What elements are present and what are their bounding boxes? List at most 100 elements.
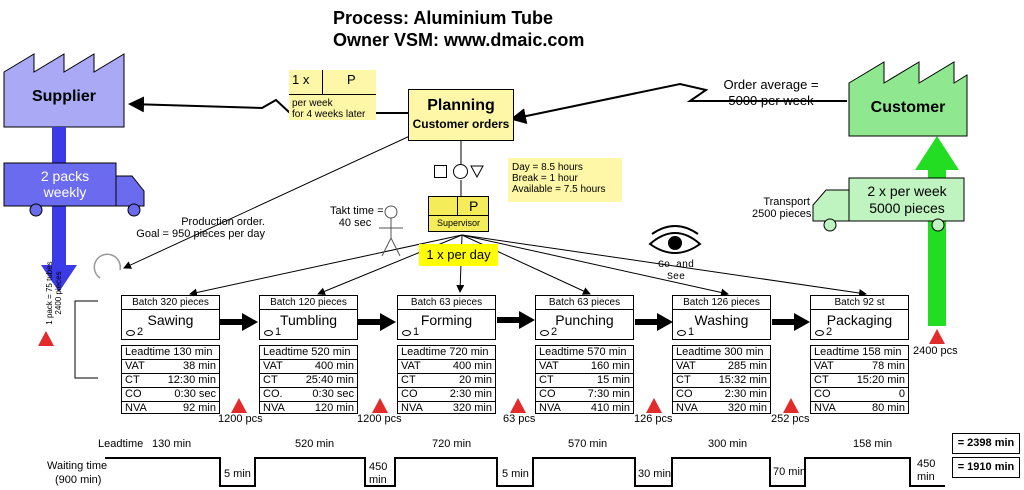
- data-label: CT: [814, 374, 829, 386]
- data-row: VAT 400 min: [260, 360, 357, 374]
- pack-note: 1 pack = 75 tubes 2400 pieces: [45, 254, 63, 332]
- customer-truck-label: 2 x per week 5000 pieces: [852, 183, 962, 217]
- supervisor-p: P: [469, 198, 479, 214]
- data-label: VAT: [539, 360, 559, 372]
- supplier-label: Supplier: [31, 88, 96, 105]
- data-row-leadtime: Leadtime 570 min: [536, 346, 633, 360]
- production-order-note: Production order. Goal = 950 pieces per …: [135, 216, 265, 240]
- data-label: VAT: [263, 360, 283, 372]
- data-value: 78 min: [871, 360, 905, 372]
- supply-arrow-head: [41, 265, 77, 292]
- transport-line1: Transport: [763, 196, 810, 208]
- takt-line1: Takt time =: [330, 205, 384, 217]
- inventory-label: 126 pcs: [634, 413, 673, 425]
- order-p: P: [347, 72, 356, 87]
- process-batch: Batch 63 pieces: [398, 296, 495, 310]
- shipment-arrow-head: [915, 136, 959, 170]
- pack-note-line1: 1 pack = 75 tubes: [45, 261, 54, 325]
- data-value: 120 min: [314, 402, 354, 414]
- operator-count: 1: [688, 326, 695, 338]
- data-row-leadtime: Leadtime 130 min: [122, 346, 219, 360]
- timeline-leadtime: 570 min: [568, 438, 608, 450]
- data-label: Leadtime 130 min: [125, 346, 213, 358]
- data-value: 400 min: [314, 360, 354, 372]
- data-label: NVA: [401, 402, 423, 414]
- data-row: NVA 120 min: [260, 402, 357, 415]
- data-label: VAT: [676, 360, 696, 372]
- data-value: 92 min: [182, 402, 216, 414]
- customer-truck-cab: [812, 189, 850, 222]
- process-name: Sawing: [147, 312, 194, 328]
- data-label: Leadtime 300 min: [676, 346, 764, 358]
- production-order-line: [123, 134, 413, 269]
- timeline-leadtime: 520 min: [295, 438, 335, 450]
- order-average-line2: 5000 per week: [728, 93, 814, 108]
- supplier-truck-cab: [115, 175, 145, 207]
- data-label: CO: [539, 388, 556, 400]
- process-batch: Batch 63 pieces: [536, 296, 633, 310]
- data-label: NVA: [125, 402, 147, 414]
- operator-icon: [402, 330, 411, 336]
- pack-bracket: [74, 300, 98, 379]
- data-label: CT: [401, 374, 416, 386]
- operator-icon: [815, 330, 824, 336]
- pull-circle-icon: [93, 253, 122, 279]
- customer-label: Customer: [870, 99, 946, 116]
- total-leadtime: = 2398 min: [952, 433, 1020, 454]
- data-value: 25:40 min: [305, 374, 354, 386]
- triangle-symbol-icon: [470, 165, 484, 178]
- data-value: 12:30 min: [167, 374, 216, 386]
- data-value: 0:30 sec: [312, 388, 354, 400]
- order-average: Order average = 5000 per week: [716, 77, 826, 109]
- operator-count: 1: [413, 326, 420, 338]
- order-line2: for 4 weeks later: [292, 109, 366, 120]
- timeline-wait: 450 min: [917, 458, 936, 483]
- inventory-triangle: [372, 398, 388, 413]
- data-row: CO. 0:30 sec: [260, 388, 357, 402]
- data-label: NVA: [814, 402, 836, 414]
- planning-subtitle: Customer orders: [412, 117, 510, 131]
- inventory-triangle: [929, 329, 945, 344]
- square-symbol-icon: [434, 165, 447, 178]
- data-label: NVA: [263, 402, 285, 414]
- timeline-wait: 70 min: [773, 466, 807, 478]
- schedule-label: 1 x per day: [419, 244, 498, 266]
- data-value: 320 min: [452, 402, 492, 414]
- supplier-truck-line2: weekly: [43, 184, 87, 200]
- customer-factory: [848, 61, 968, 137]
- diagram-title-line1: Process: Aluminium Tube: [333, 8, 554, 28]
- transport-line2: 2500 pieces: [752, 208, 812, 220]
- shift-line3: Available = 7.5 hours: [512, 184, 606, 195]
- data-value: 285 min: [727, 360, 767, 372]
- data-value: 320 min: [727, 402, 767, 414]
- customer-to-planning-arrow: [510, 82, 847, 124]
- operator-count: 1: [275, 326, 282, 338]
- data-label: CO.: [263, 388, 283, 400]
- takt-time-note: Takt time = 40 sec: [330, 205, 384, 229]
- inventory-label: 1200 pcs: [218, 413, 263, 425]
- operator-count: 2: [137, 326, 144, 338]
- data-value: 2:30 min: [449, 388, 492, 400]
- process-name: Washing: [694, 312, 749, 328]
- customer-truck-line2: 5000 pieces: [869, 200, 945, 216]
- data-value: 15:32 min: [718, 374, 767, 386]
- data-label: NVA: [676, 402, 698, 414]
- supervisor-figure-icon: [379, 205, 403, 257]
- process-batch: Batch 92 st: [811, 296, 908, 310]
- timeline-wait: 5 min: [224, 468, 251, 480]
- order-qty: 1 x: [292, 72, 310, 87]
- data-label: Leadtime 570 min: [539, 346, 627, 358]
